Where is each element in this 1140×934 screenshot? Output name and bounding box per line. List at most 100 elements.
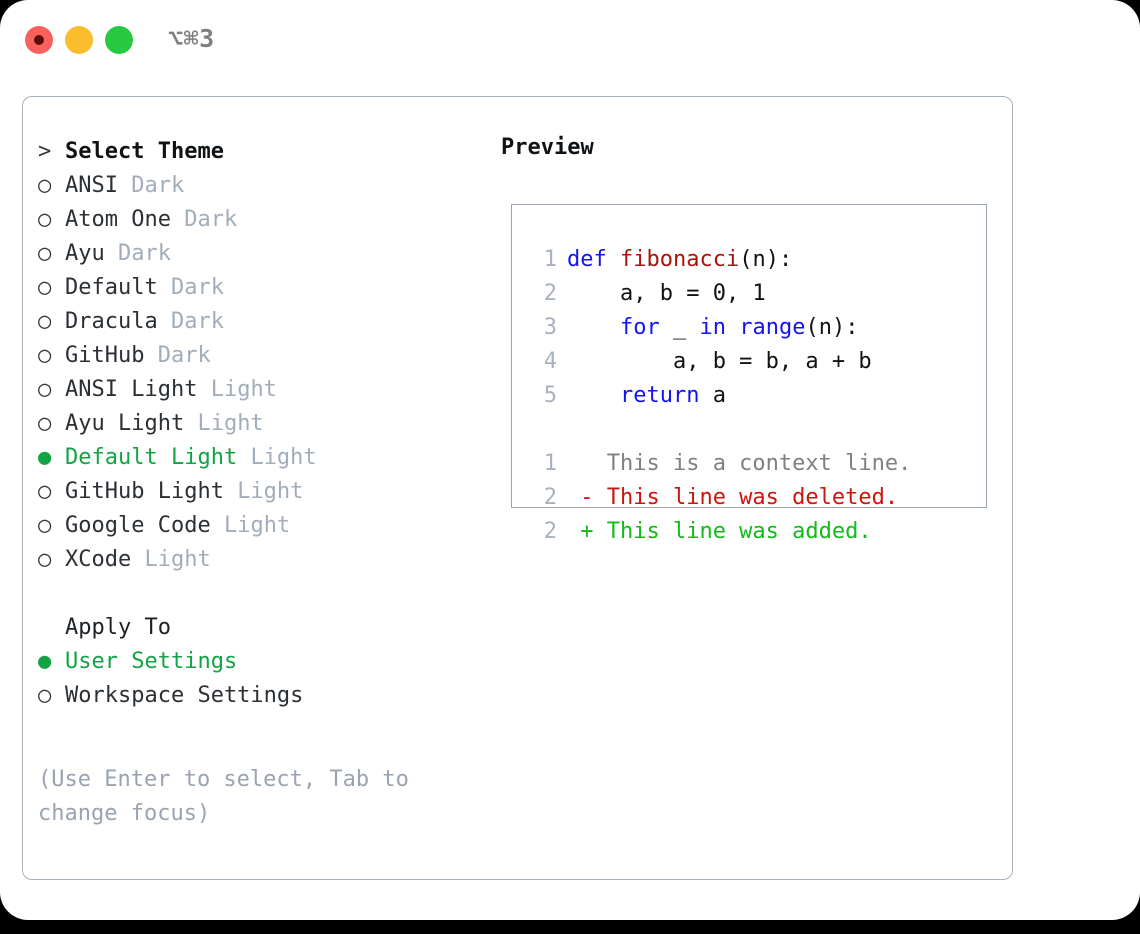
theme-list-item[interactable]: ○ Default Dark: [38, 271, 498, 305]
code-token: return: [619, 383, 700, 408]
theme-variant: Light: [223, 513, 291, 538]
theme-list-item[interactable]: ● Default Light Light: [38, 441, 498, 475]
theme-variant: Dark: [184, 207, 238, 232]
theme-list-heading: > Select Theme: [38, 135, 498, 169]
code-line: 5 return a: [529, 379, 911, 413]
theme-list-heading-label: Select Theme: [65, 139, 224, 164]
theme-variant: Light: [197, 411, 264, 436]
diff-line-text: - This line was deleted.: [567, 485, 899, 510]
theme-name: Dracula: [65, 309, 171, 334]
theme-variant: Dark: [170, 309, 224, 334]
radio-unselected-icon: ○: [38, 683, 52, 708]
apply-to-label: Apply To: [65, 615, 171, 640]
apply-to-option-label: Workspace Settings: [65, 683, 304, 708]
theme-list-item[interactable]: ○ GitHub Dark: [38, 339, 498, 373]
radio-selected-icon: ●: [38, 445, 52, 470]
minimize-button[interactable]: [65, 26, 93, 54]
line-number: 5: [543, 383, 557, 408]
code-line: 3 for _ in range(n):: [529, 311, 911, 345]
theme-variant: Light: [237, 479, 304, 504]
theme-name: ANSI: [65, 173, 132, 198]
code-line: 4 a, b = b, a + b: [529, 345, 911, 379]
radio-unselected-icon: ○: [38, 173, 52, 198]
theme-variant: Dark: [131, 173, 185, 198]
radio-unselected-icon: ○: [38, 513, 52, 538]
line-number: 4: [543, 349, 557, 374]
theme-variant: Light: [144, 547, 211, 572]
code-token: a, b = 0, 1: [567, 281, 766, 306]
theme-name: ANSI Light: [65, 377, 211, 402]
radio-unselected-icon: ○: [38, 343, 52, 368]
code-token: [567, 315, 620, 340]
code-token: [567, 383, 620, 408]
theme-name: Ayu: [65, 241, 118, 266]
recording-indicator-icon: [34, 35, 44, 45]
code-token: def: [567, 247, 607, 272]
apply-to-option[interactable]: ○ Workspace Settings: [38, 679, 498, 713]
code-token: [607, 247, 620, 272]
theme-name: Default Light: [65, 445, 251, 470]
code-token: _: [659, 315, 700, 340]
theme-name: Google Code: [65, 513, 224, 538]
code-token: (n):: [739, 247, 793, 272]
theme-name: Ayu Light: [65, 411, 198, 436]
theme-list-item[interactable]: ○ Dracula Dark: [38, 305, 498, 339]
theme-list-item[interactable]: ○XCode Light: [38, 543, 498, 577]
line-number: 1: [543, 451, 557, 476]
theme-selector: >Select Theme ○ANSI Dark○Atom One Dark○A…: [38, 135, 498, 713]
spacer-marker: ○: [38, 611, 65, 645]
radio-unselected-icon: ○: [38, 377, 52, 402]
diff-line-text: + This line was added.: [567, 519, 872, 544]
keyboard-shortcut-label: ⌥⌘3: [168, 24, 215, 53]
theme-list-item[interactable]: ○ ANSI Dark: [38, 169, 498, 203]
code-token: a: [699, 383, 726, 408]
code-token: fibonacci: [620, 247, 740, 272]
theme-variant: Dark: [157, 343, 211, 368]
theme-list-item[interactable]: ○ GitHub Light Light: [38, 475, 498, 509]
radio-unselected-icon: ○: [38, 241, 52, 266]
radio-unselected-icon: ○: [38, 479, 52, 504]
theme-list: ○ ANSI Dark ○ Atom One Dark ○ Ayu Dark ○ Defaul…: [38, 169, 498, 577]
prompt-caret-icon: >: [38, 139, 52, 164]
radio-unselected-icon: ○: [38, 309, 52, 334]
theme-variant: Dark: [117, 241, 171, 266]
theme-variant: Light: [250, 445, 317, 470]
apply-to-list: ● User Settings ○ Workspace Settings: [38, 645, 498, 713]
theme-variant: Dark: [170, 275, 224, 300]
diff-line: 1 This is a context line.: [529, 447, 912, 481]
code-token: in: [699, 315, 726, 340]
maximize-button[interactable]: [105, 26, 133, 54]
theme-name: Default: [65, 275, 171, 300]
radio-unselected-icon: ○: [38, 411, 52, 436]
apply-to-heading: ○Apply To: [38, 611, 498, 645]
theme-list-item[interactable]: ○ Google Code Light: [38, 509, 498, 543]
radio-selected-icon: ●: [38, 649, 52, 674]
theme-name: XCode: [65, 547, 145, 572]
keyboard-hint: (Use Enter to select, Tab to change focu…: [38, 767, 409, 826]
code-token: for: [619, 315, 660, 340]
apply-to-option[interactable]: ● User Settings: [38, 645, 498, 679]
code-blank-line: [529, 413, 911, 447]
theme-name: Atom One: [65, 207, 185, 232]
theme-list-item[interactable]: ○ ANSI Light Light: [38, 373, 498, 407]
diff-line: 2 - This line was deleted.: [529, 481, 911, 515]
code-token: (n):: [805, 315, 859, 340]
preview-title: Preview: [501, 135, 594, 160]
theme-variant: Light: [210, 377, 277, 402]
line-number: 2: [543, 485, 557, 510]
radio-unselected-icon: ○: [38, 207, 52, 232]
line-number: 2: [543, 519, 557, 544]
diff-line-text: This is a context line.: [567, 451, 912, 476]
theme-list-item[interactable]: ○ Atom One Dark: [38, 203, 498, 237]
theme-list-item[interactable]: ○ Ayu Light Light: [38, 407, 498, 441]
apply-to-option-label: User Settings: [65, 649, 238, 674]
theme-list-item[interactable]: ○ Ayu Dark: [38, 237, 498, 271]
theme-name: GitHub: [65, 343, 158, 368]
theme-name: GitHub Light: [65, 479, 238, 504]
title-bar: ⌥⌘3: [0, 0, 1140, 78]
line-number: 3: [543, 315, 557, 340]
radio-unselected-icon: ○: [38, 275, 52, 300]
